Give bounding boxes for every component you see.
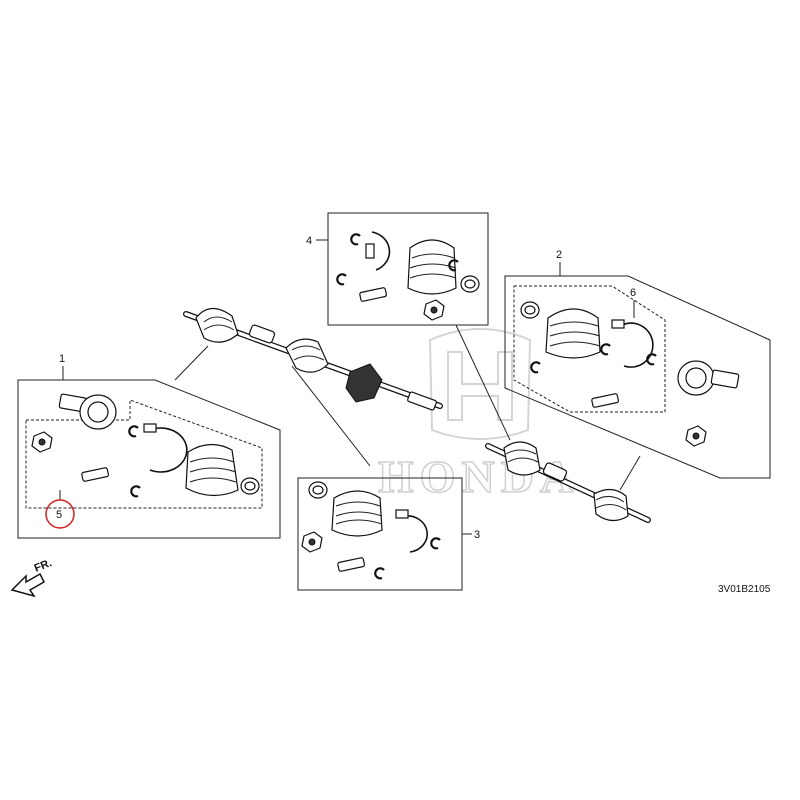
snap-ring-2c[interactable]: [646, 353, 657, 366]
boot-band-small-1[interactable]: [240, 477, 260, 495]
boot-band-3[interactable]: [403, 515, 428, 553]
snap-ring-2b[interactable]: [530, 361, 541, 374]
boot-band-4[interactable]: [371, 231, 391, 271]
snap-ring-3a[interactable]: [430, 537, 441, 550]
snap-ring-1b[interactable]: [130, 485, 141, 498]
callout-3[interactable]: 3: [474, 529, 480, 541]
reference-code: 3V01B2105: [718, 584, 771, 595]
watermark-text: HONDA: [378, 451, 579, 502]
left-driveshaft[interactable]: [183, 307, 443, 411]
right-driveshaft[interactable]: [485, 441, 651, 523]
boot-band-clasp-3: [395, 509, 409, 519]
boot-band-clasp-2: [611, 319, 625, 329]
boot-band-small-4[interactable]: [460, 275, 480, 293]
callout-4[interactable]: 4: [306, 235, 312, 247]
snap-ring-4c[interactable]: [448, 259, 459, 272]
callout-1[interactable]: 1: [59, 353, 65, 365]
callout-5[interactable]: 5: [56, 509, 62, 521]
boot-band-small-3[interactable]: [308, 481, 328, 499]
spindle-nut-3[interactable]: [301, 531, 323, 553]
boot-band-large-2[interactable]: [619, 322, 654, 368]
snap-ring-3b[interactable]: [374, 567, 385, 580]
snap-ring-1a[interactable]: [128, 425, 139, 438]
outer-cv-joint-2[interactable]: [677, 360, 740, 396]
callout-6[interactable]: 6: [630, 287, 636, 299]
group-1-outer-box: [17, 379, 281, 539]
spindle-nut-4[interactable]: [423, 299, 445, 321]
grease-pack-1[interactable]: [81, 467, 109, 482]
boot-band-clasp-1: [143, 423, 157, 433]
outer-boot-2[interactable]: [545, 308, 601, 359]
callout-5-highlight: [45, 499, 75, 529]
snap-ring-2a[interactable]: [600, 343, 611, 356]
snap-ring-4b[interactable]: [336, 273, 347, 286]
honda-watermark: HONDA: [377, 328, 579, 503]
honda-h-logo: [428, 328, 532, 440]
callout-2[interactable]: 2: [556, 249, 562, 261]
arrow-left-icon: [10, 572, 45, 598]
boot-band-large-1[interactable]: [149, 427, 188, 473]
grease-pack-4[interactable]: [359, 287, 387, 302]
leader-lines: [174, 324, 641, 491]
boot-band-small-2[interactable]: [520, 301, 540, 319]
outer-cv-joint-1[interactable]: [58, 393, 117, 430]
grease-pack-3[interactable]: [337, 557, 365, 572]
boot-band-clasp-4: [365, 243, 375, 259]
snap-ring-4a[interactable]: [350, 233, 361, 246]
inner-boot-3[interactable]: [331, 490, 383, 537]
spindle-nut-1[interactable]: [31, 431, 53, 453]
inner-boot-4[interactable]: [407, 239, 457, 295]
group-2-outer-box: [504, 275, 771, 479]
grease-pack-2[interactable]: [591, 393, 619, 408]
front-direction-arrow: FR.: [10, 557, 54, 598]
group-4-box: [327, 212, 489, 326]
outer-boot-1[interactable]: [185, 443, 239, 497]
direction-label: FR.: [33, 557, 54, 575]
spindle-nut-2[interactable]: [685, 425, 707, 447]
